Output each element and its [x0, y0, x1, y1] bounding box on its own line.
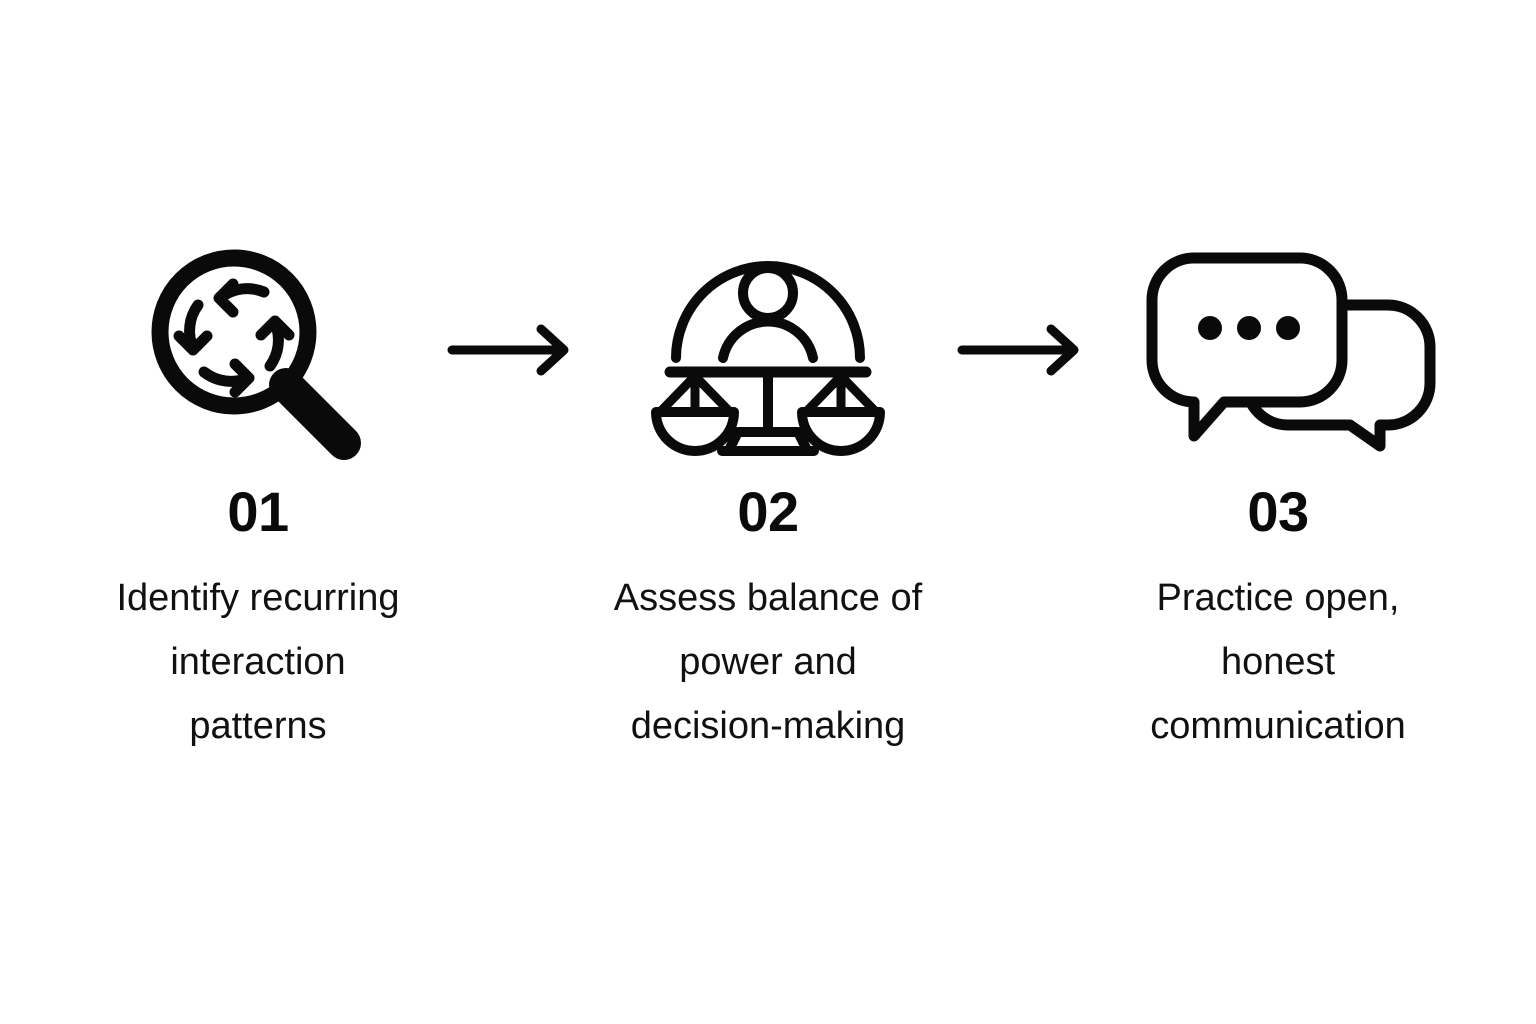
dot-1-icon [1198, 316, 1222, 340]
process-step-03: 03 Practice open, honest communication [1088, 230, 1468, 758]
connector-02-03 [957, 230, 1088, 470]
step-01-number: 01 [227, 480, 289, 543]
step-01-icon-slot [108, 230, 408, 470]
balance-scale-person-icon [651, 261, 885, 456]
magnifier-cycle-icon [151, 249, 361, 460]
process-step-02: 02 Assess balance of power and decision-… [578, 230, 958, 758]
step-02-icon-slot [618, 230, 918, 470]
process-steps-row: 01 Identify recurring interaction patter… [0, 230, 1536, 758]
step-03-label: Practice open, honest communication [1150, 577, 1406, 747]
connector-01-02 [447, 230, 578, 470]
step-02-number: 02 [737, 480, 799, 543]
step-01-label: Identify recurring interaction patterns [116, 577, 400, 747]
step-03-icon-slot [1128, 230, 1436, 470]
arrow-right-icon [957, 324, 1079, 376]
step-02-label: Assess balance of power and decision-mak… [613, 577, 923, 747]
dot-3-icon [1276, 316, 1300, 340]
arrow-right-icon [447, 324, 569, 376]
process-step-01: 01 Identify recurring interaction patter… [68, 230, 448, 758]
dot-2-icon [1237, 316, 1261, 340]
step-03-number: 03 [1247, 480, 1309, 543]
speech-bubbles-icon [1146, 252, 1436, 452]
